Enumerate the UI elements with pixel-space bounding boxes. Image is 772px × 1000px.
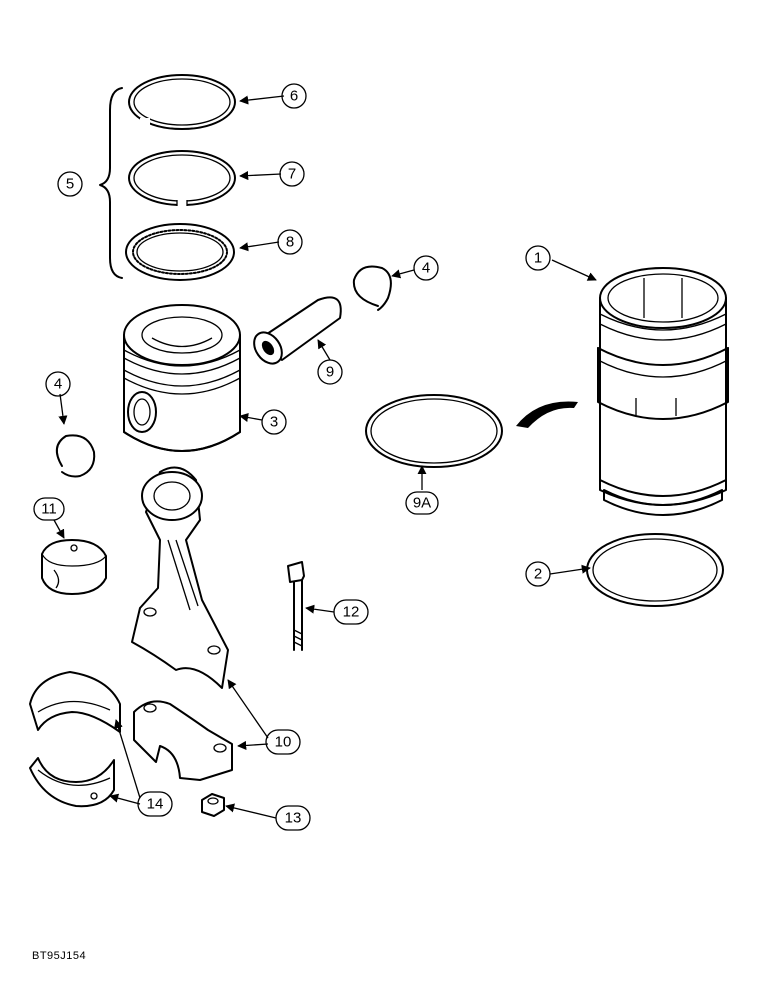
snap-ring-right: [352, 265, 392, 311]
connecting-rod: [131, 466, 229, 689]
svg-text:7: 7: [288, 166, 296, 183]
callout-14: 14: [137, 791, 173, 817]
svg-text:13: 13: [285, 810, 302, 827]
small-end-bushing: [41, 539, 107, 595]
callout-2: 2: [525, 561, 551, 587]
callout-11: 11: [33, 497, 65, 521]
svg-text:9: 9: [326, 364, 334, 381]
piston-pin: [253, 296, 342, 365]
bearing-lower-half: [29, 757, 115, 808]
callout-9: 9: [317, 359, 343, 385]
callout-4-snap-ring-right: 4: [413, 255, 439, 281]
svg-text:10: 10: [275, 734, 292, 751]
svg-text:4: 4: [54, 376, 62, 393]
liner-o-ring: [586, 533, 724, 607]
svg-text:1: 1: [534, 250, 542, 267]
svg-text:14: 14: [147, 796, 164, 813]
svg-text:6: 6: [290, 88, 298, 105]
callout-6: 6: [281, 83, 307, 109]
svg-text:3: 3: [270, 414, 278, 431]
seal-ring: [365, 394, 503, 468]
callout-1: 1: [525, 245, 551, 271]
svg-text:9A: 9A: [413, 495, 431, 512]
piston: [123, 304, 241, 452]
svg-text:12: 12: [343, 604, 360, 621]
figure-code: BT95J154: [32, 950, 87, 962]
callout-7: 7: [279, 161, 305, 187]
bearing-upper-half: [29, 671, 121, 733]
svg-text:11: 11: [41, 501, 57, 518]
callout-4-snap-ring-left: 4: [45, 371, 71, 397]
rod-nut: [201, 793, 225, 817]
svg-text:2: 2: [534, 566, 542, 583]
svg-text:5: 5: [66, 176, 74, 193]
callout-13: 13: [275, 805, 311, 831]
rod-cap: [133, 700, 233, 781]
callout-9a: 9A: [405, 491, 439, 515]
cylinder-liner: [597, 267, 729, 516]
leader-lines: [53, 95, 597, 819]
callout-3: 3: [261, 409, 287, 435]
callout-10: 10: [265, 729, 301, 755]
install-arrow: [516, 401, 578, 428]
compression-ring-top: [128, 74, 236, 130]
rod-bolt: [287, 561, 305, 651]
oil-control-ring: [125, 223, 235, 281]
compression-ring-second: [128, 150, 236, 207]
snap-ring-left: [55, 434, 96, 478]
callout-5: 5: [57, 171, 83, 197]
svg-text:4: 4: [422, 260, 430, 277]
callout-12: 12: [333, 599, 369, 625]
ring-set-brace: [99, 87, 123, 279]
callout-8: 8: [277, 229, 303, 255]
svg-text:8: 8: [286, 234, 294, 251]
